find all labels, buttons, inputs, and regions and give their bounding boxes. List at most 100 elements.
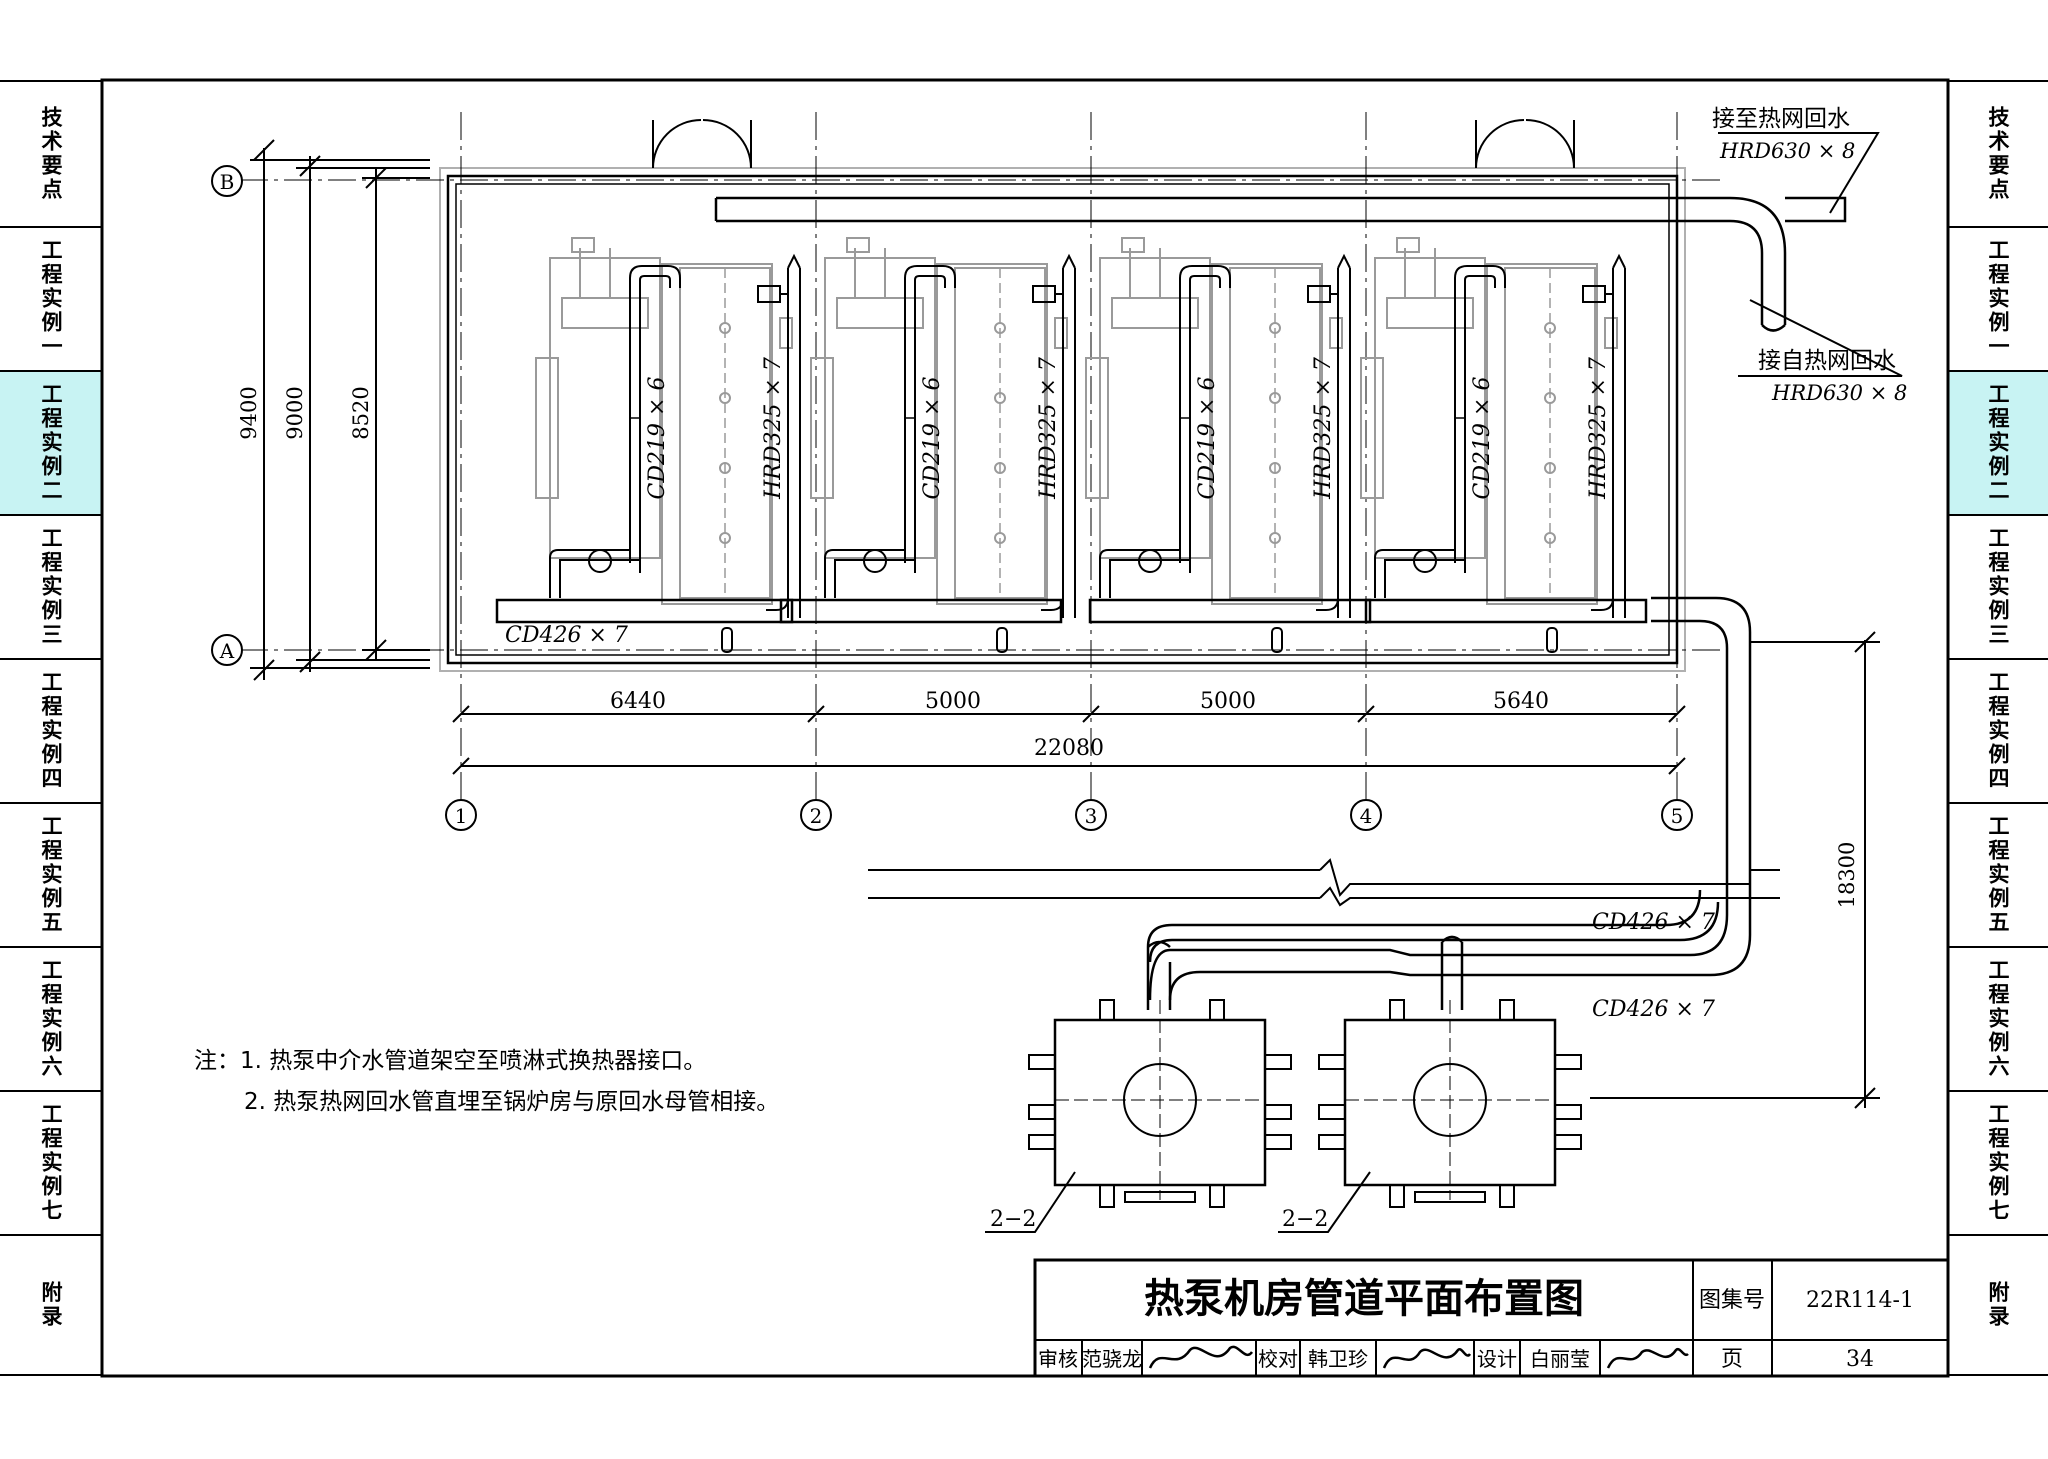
label-from-return: 接自热网回水 bbox=[1758, 348, 1896, 374]
reviewer-name: 范骁龙 bbox=[1082, 1347, 1142, 1371]
label-cd426-upper: CD426 × 7 bbox=[1592, 910, 1715, 935]
dim-5640: 5640 bbox=[1493, 689, 1549, 714]
label-to-return: 接至热网回水 bbox=[1712, 106, 1850, 132]
label-cd426-header: CD426 × 7 bbox=[505, 623, 628, 648]
column-axis-lines bbox=[460, 112, 1678, 800]
door-right bbox=[1475, 119, 1575, 169]
note-1: 注：1. 热泵中介水管道架空至喷淋式换热器接口。 bbox=[194, 1048, 707, 1074]
side-tab-label: 工程实例四 bbox=[39, 671, 63, 791]
axis-label-1: 1 bbox=[455, 804, 468, 828]
dim-5000-a: 5000 bbox=[925, 689, 981, 714]
dim-5000-b: 5000 bbox=[1200, 689, 1256, 714]
side-tab-label: 附录 bbox=[1986, 1281, 2010, 1329]
side-tab-label: 工程实例六 bbox=[1986, 959, 2010, 1079]
side-tab-label: 工程实例一 bbox=[1986, 239, 2010, 359]
dim-9400: 9400 bbox=[237, 386, 261, 439]
bottom-header-pipe bbox=[495, 596, 1752, 660]
design-label: 设计 bbox=[1477, 1347, 1517, 1371]
side-tab-example-4[interactable]: 工程实例四 bbox=[1948, 660, 2048, 804]
side-tab-label: 工程实例二 bbox=[39, 383, 63, 503]
door-left bbox=[652, 119, 752, 169]
dim-right bbox=[1590, 631, 1880, 1109]
axis-bubble-a bbox=[211, 634, 243, 666]
section-leaders bbox=[985, 1171, 1371, 1233]
checker-signature bbox=[1382, 1348, 1472, 1369]
side-tab-label: 附录 bbox=[39, 1281, 63, 1329]
side-tab-example-5[interactable]: 工程实例五 bbox=[1948, 804, 2048, 948]
side-tab-appendix[interactable]: 附录 bbox=[1948, 1236, 2048, 1376]
side-tab-label: 工程实例五 bbox=[39, 815, 63, 935]
checker-name: 韩卫珍 bbox=[1308, 1347, 1368, 1371]
side-tab-label: 工程实例七 bbox=[39, 1103, 63, 1223]
label-hrd630-top: HRD630 × 8 bbox=[1719, 139, 1855, 163]
drawing-title: 热泵机房管道平面布置图 bbox=[1144, 1275, 1584, 1322]
side-tab-tech-points[interactable]: 技术要点 bbox=[1948, 80, 2048, 228]
label-hrd325-4: HRD325 × 7 bbox=[1586, 357, 1611, 500]
side-tab-tech-points[interactable]: 技术要点 bbox=[0, 80, 102, 228]
side-tab-label: 工程实例二 bbox=[1986, 383, 2010, 503]
break-line bbox=[868, 858, 1780, 907]
side-tab-example-5[interactable]: 工程实例五 bbox=[0, 804, 102, 948]
label-hrd325-2: HRD325 × 7 bbox=[1036, 357, 1061, 500]
dim-22080: 22080 bbox=[1034, 736, 1104, 761]
axis-label-b: B bbox=[220, 170, 235, 194]
dim-8520: 8520 bbox=[349, 386, 373, 439]
section-label-2: 2−2 bbox=[1282, 1207, 1328, 1232]
side-tab-label: 工程实例六 bbox=[39, 959, 63, 1079]
side-tab-example-1[interactable]: 工程实例一 bbox=[0, 228, 102, 372]
vertical-dimensions bbox=[250, 139, 430, 681]
note-2: 2. 热泵热网回水管直埋至锅炉房与原回水母管相接。 bbox=[244, 1089, 780, 1115]
side-tab-label: 工程实例四 bbox=[1986, 671, 2010, 791]
top-header-pipe bbox=[714, 196, 1847, 332]
side-tab-example-2[interactable]: 工程实例二 bbox=[1948, 372, 2048, 516]
side-tab-label: 技术要点 bbox=[39, 106, 63, 202]
drawing-frame bbox=[100, 78, 1950, 1378]
side-tab-example-7[interactable]: 工程实例七 bbox=[1948, 1092, 2048, 1236]
label-hrd325-1: HRD325 × 7 bbox=[761, 357, 786, 500]
side-tab-label: 工程实例三 bbox=[1986, 527, 2010, 647]
side-tab-example-3[interactable]: 工程实例三 bbox=[1948, 516, 2048, 660]
dim-9000: 9000 bbox=[283, 386, 307, 439]
designer-name: 白丽莹 bbox=[1530, 1347, 1590, 1371]
heat-exchanger-2 bbox=[1317, 998, 1583, 1209]
label-hrd325-3: HRD325 × 7 bbox=[1311, 357, 1336, 500]
side-tab-appendix[interactable]: 附录 bbox=[0, 1236, 102, 1376]
check-label: 校对 bbox=[1258, 1347, 1298, 1371]
side-tab-example-7[interactable]: 工程实例七 bbox=[0, 1092, 102, 1236]
side-tab-example-6[interactable]: 工程实例六 bbox=[0, 948, 102, 1092]
leader-to-return bbox=[1718, 132, 1903, 377]
side-tab-label: 工程实例七 bbox=[1986, 1103, 2010, 1223]
axis-label-4: 4 bbox=[1360, 804, 1373, 828]
axis-bubbles-cols bbox=[445, 799, 1693, 831]
side-tab-example-1[interactable]: 工程实例一 bbox=[1948, 228, 2048, 372]
dim-6440: 6440 bbox=[610, 689, 666, 714]
side-tab-example-2[interactable]: 工程实例二 bbox=[0, 372, 102, 516]
main-supply-pipe bbox=[1146, 660, 1752, 1010]
heat-exchanger-1 bbox=[1027, 998, 1293, 1209]
row-axis-lines bbox=[240, 179, 1720, 651]
label-cd219-1: CD219 × 6 bbox=[645, 377, 670, 500]
axis-label-2: 2 bbox=[810, 804, 823, 828]
side-tab-label: 工程实例三 bbox=[39, 527, 63, 647]
designer-signature bbox=[1606, 1347, 1689, 1369]
side-tab-label: 技术要点 bbox=[1986, 106, 2010, 202]
label-cd426-lower: CD426 × 7 bbox=[1592, 997, 1715, 1022]
review-label: 审核 bbox=[1038, 1347, 1078, 1371]
axis-label-a: A bbox=[219, 639, 235, 663]
section-label-1: 2−2 bbox=[990, 1207, 1036, 1232]
side-tab-example-3[interactable]: 工程实例三 bbox=[0, 516, 102, 660]
atlas-label: 图集号 bbox=[1699, 1288, 1765, 1313]
axis-label-5: 5 bbox=[1671, 804, 1684, 828]
page-number: 34 bbox=[1846, 1347, 1874, 1372]
side-tab-label: 工程实例一 bbox=[39, 239, 63, 359]
axis-label-3: 3 bbox=[1085, 804, 1098, 828]
label-cd219-2: CD219 × 6 bbox=[920, 377, 945, 500]
label-cd219-3: CD219 × 6 bbox=[1195, 377, 1220, 500]
side-tab-example-6[interactable]: 工程实例六 bbox=[1948, 948, 2048, 1092]
reviewer-signature bbox=[1148, 1345, 1254, 1369]
page-label: 页 bbox=[1721, 1347, 1743, 1372]
side-tab-example-4[interactable]: 工程实例四 bbox=[0, 660, 102, 804]
horizontal-dimensions bbox=[452, 705, 1686, 775]
label-hrd630-right: HRD630 × 8 bbox=[1771, 381, 1907, 405]
title-block bbox=[1033, 1258, 1950, 1378]
